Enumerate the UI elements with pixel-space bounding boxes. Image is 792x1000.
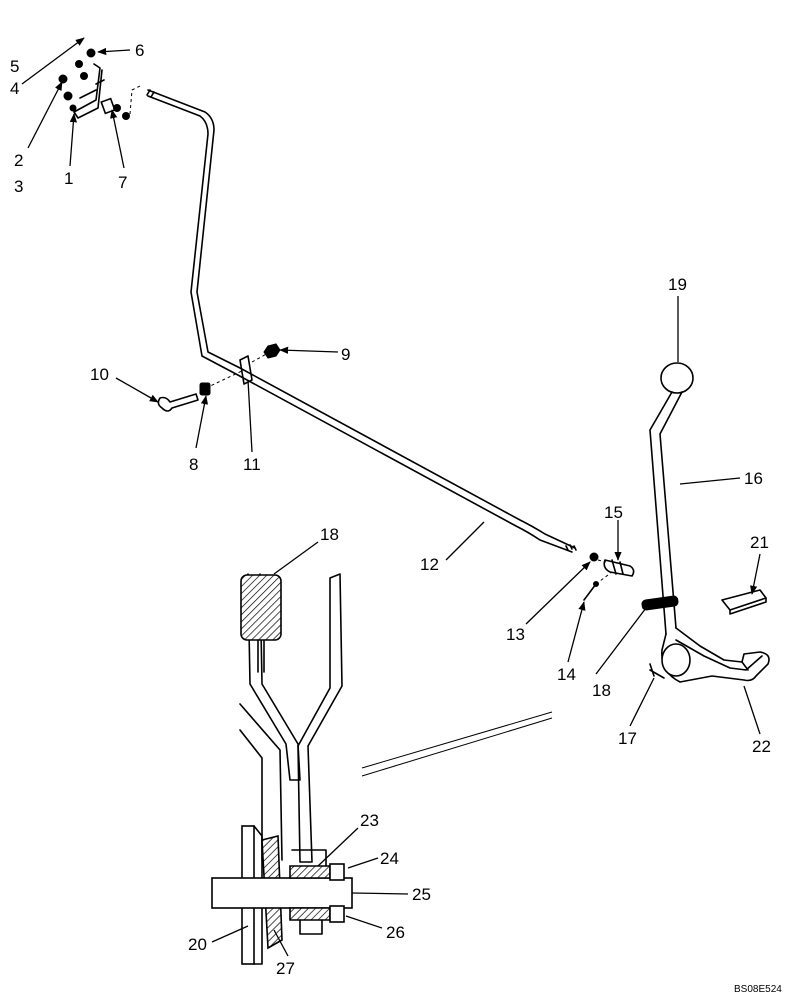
callout-24: 24 [380,849,399,868]
callout-18-section: 18 [320,525,339,544]
lever-pivot [661,643,691,677]
rod-thread-top [146,89,155,98]
bolt-head-mid [75,60,83,68]
bolt-head [86,48,96,58]
section-view [211,573,553,965]
pivot-bolt [649,663,665,679]
callout-26: 26 [386,923,405,942]
callout-14: 14 [557,665,576,684]
clamp-nut-top [263,343,281,359]
control-rod [146,89,577,553]
callout-1: 1 [64,169,73,188]
callout-3: 3 [14,177,23,196]
callout-21: 21 [750,533,769,552]
drawing-code: BS08E524 [734,984,782,995]
callouts: 5 4 6 2 3 1 7 9 10 8 11 12 13 14 15 16 1… [10,41,782,995]
bracket [73,63,103,119]
callout-8: 8 [189,455,198,474]
bracket-detail [79,79,105,99]
rod-thread [565,544,577,551]
callout-22: 22 [752,737,771,756]
clamp-bolt [157,393,199,412]
rod-end [583,552,635,601]
callout-23: 23 [360,811,379,830]
nut-mid [80,72,88,80]
callout-4: 4 [10,79,19,98]
nut-bottom [329,905,345,923]
section-spring [240,574,282,641]
return-spring [641,595,679,611]
callout-17: 17 [618,729,637,748]
bracket-assembly [58,48,141,120]
callout-10: 10 [90,365,109,384]
yoke-pin [583,583,597,601]
view-lines [361,711,553,777]
callout-12: 12 [420,555,439,574]
callout-19: 19 [668,275,687,294]
callout-25: 25 [412,885,431,904]
callout-27: 27 [276,959,295,978]
bolt-head-left [58,74,68,84]
callout-7: 7 [118,173,127,192]
callout-18-pedal: 18 [592,681,611,700]
pivot-shaft [211,877,353,909]
foot-pad-edge [729,597,767,615]
callout-15: 15 [604,503,623,522]
lever-hub [291,849,327,935]
clamp [239,355,253,385]
clevis-pin [113,104,121,112]
nut-left [63,91,73,101]
nut-top [329,863,345,881]
clamp-nut [199,382,211,396]
clamp-centerline [205,351,271,389]
pedal-lever [641,362,770,683]
yoke [603,559,635,577]
lever-knob [660,362,694,394]
callout-2: 2 [14,151,23,170]
leader-lines [21,37,761,957]
rod-end-nut [589,552,599,562]
clevis-nut [122,112,130,120]
callout-5: 5 [10,57,19,76]
yoke-detail [611,559,624,575]
callout-9: 9 [341,345,350,364]
assembly-centerline [129,85,141,115]
callout-6: 6 [135,41,144,60]
rod-clamp [157,343,281,412]
rivet [69,104,77,112]
callout-20: 20 [188,935,207,954]
callout-11: 11 [243,455,261,474]
yoke-centerline [595,559,613,585]
foot-pad [721,589,767,611]
callout-16: 16 [744,469,763,488]
spring-hook [257,639,265,673]
callout-13: 13 [506,625,525,644]
